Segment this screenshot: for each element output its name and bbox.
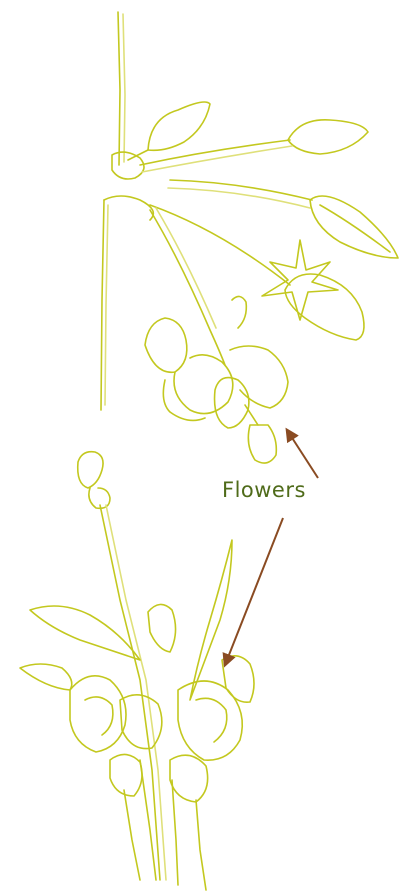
lower-flower-bottom-right bbox=[170, 755, 208, 802]
lower-stem-fan-2 bbox=[172, 780, 178, 885]
bud-right-lower-stalk bbox=[150, 205, 290, 285]
upper-flower-spray bbox=[101, 12, 398, 463]
bud-top-right bbox=[288, 120, 368, 154]
open-flower-lower-petal bbox=[163, 380, 205, 420]
upper-node-lower bbox=[104, 196, 153, 220]
lower-center-bud bbox=[148, 604, 176, 652]
bud-right-stalk-2 bbox=[168, 188, 310, 208]
lower-flower-right bbox=[178, 681, 242, 760]
lower-stem-fan-4 bbox=[124, 790, 140, 880]
bud-top-left bbox=[148, 102, 210, 150]
upper-stem-node bbox=[112, 152, 144, 179]
lower-flower-right-inner bbox=[196, 698, 227, 742]
lower-flower-left bbox=[70, 676, 126, 752]
upper-main-stem-outline bbox=[123, 14, 125, 162]
lower-left-leaf-2 bbox=[20, 664, 72, 690]
open-flower-bud-top bbox=[232, 296, 246, 328]
open-flower-left-petal bbox=[145, 318, 187, 372]
lower-right-tall-leaf bbox=[190, 540, 232, 700]
open-flower-right-petal bbox=[230, 346, 288, 408]
lower-stem-fan-3 bbox=[196, 800, 206, 890]
bud-right-seam bbox=[320, 205, 390, 252]
lower-flower-bottom-left bbox=[110, 754, 142, 796]
bud-top-left-stalk bbox=[128, 150, 148, 160]
arrow-to-lower-flower bbox=[225, 518, 283, 665]
open-flower-drop bbox=[248, 425, 276, 463]
open-flower-drop-stem bbox=[245, 405, 258, 425]
bud-top-right-stalk bbox=[140, 140, 290, 165]
lower-top-bud bbox=[78, 452, 103, 488]
bud-right-stalk bbox=[170, 180, 312, 200]
arrow-to-upper-flower bbox=[287, 430, 318, 478]
upper-left-long-stem bbox=[101, 200, 104, 410]
open-flower-heart bbox=[215, 378, 249, 428]
lower-flower-left-inner bbox=[85, 697, 113, 735]
upper-main-stem bbox=[118, 12, 120, 165]
lower-plant bbox=[20, 452, 254, 890]
flowers-label: Flowers bbox=[222, 478, 306, 502]
bud-right-lower-calyx bbox=[262, 240, 338, 320]
open-flower-stalk-2 bbox=[156, 208, 216, 328]
upper-left-long-stem-outline bbox=[105, 205, 108, 405]
lower-main-stem-outline bbox=[106, 505, 166, 880]
lower-stem-fan-1 bbox=[140, 760, 156, 880]
